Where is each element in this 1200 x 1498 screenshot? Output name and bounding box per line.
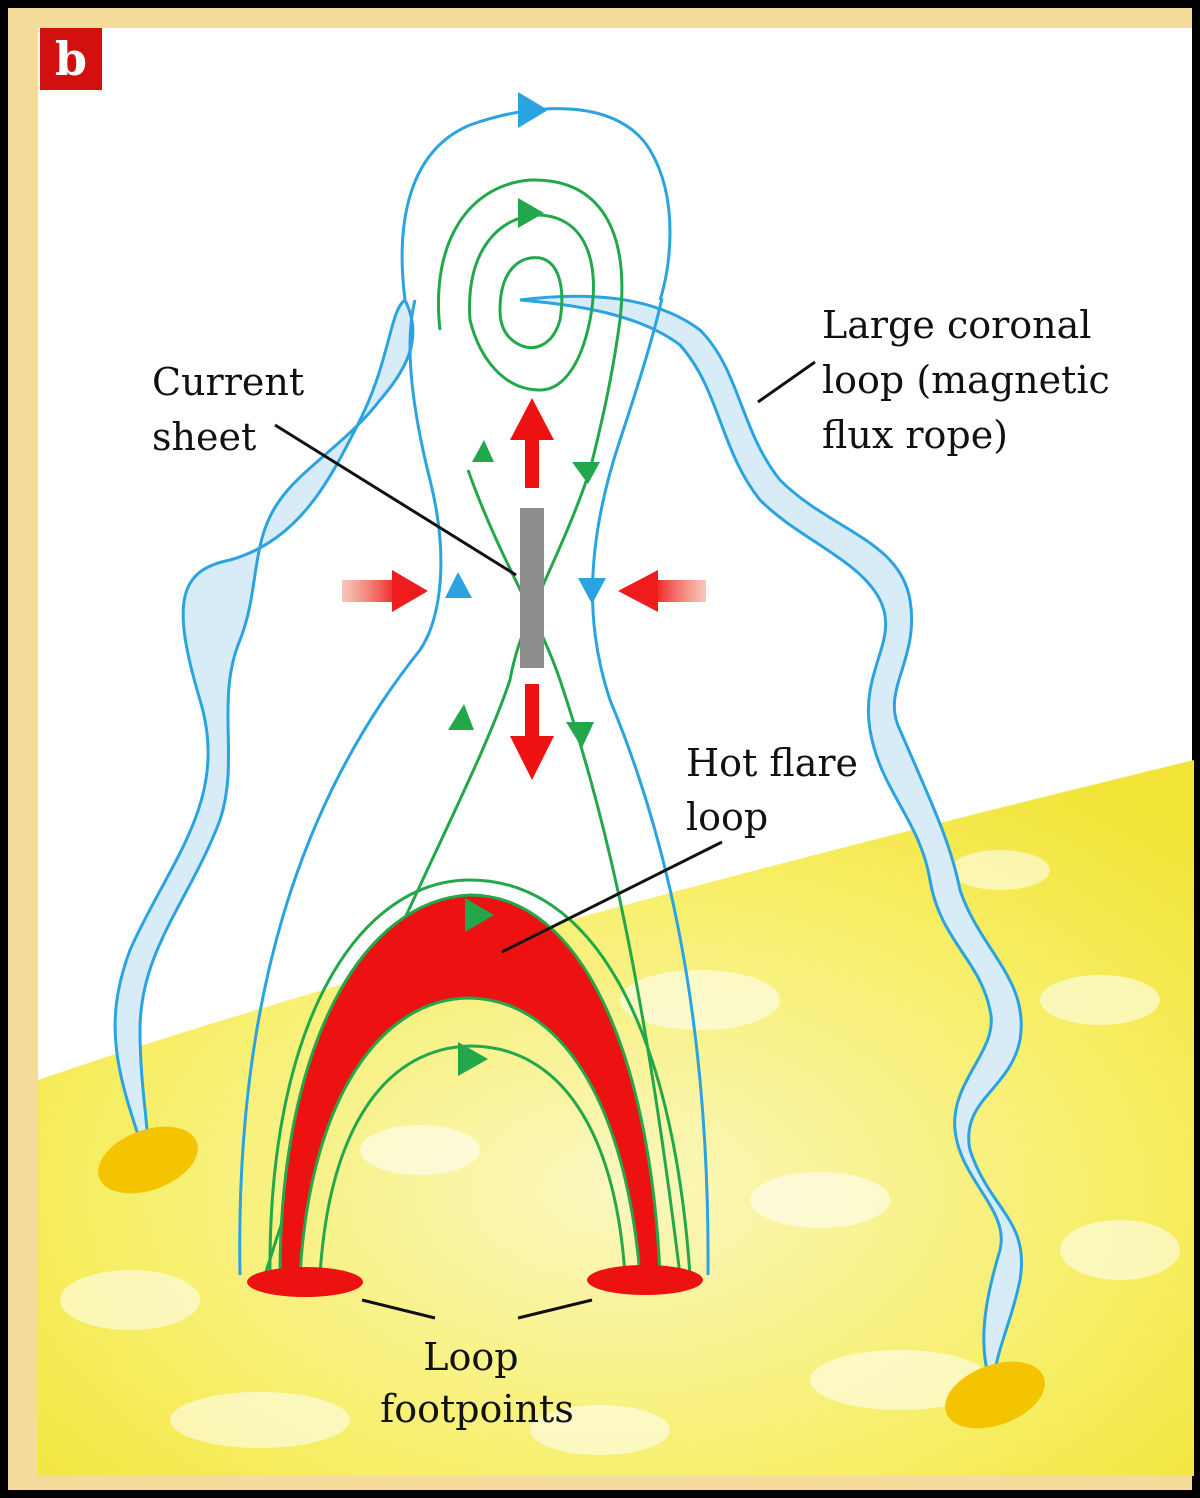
panel-label: b xyxy=(55,32,87,86)
loop-footpoint-right xyxy=(587,1265,703,1295)
current-sheet xyxy=(520,508,544,668)
loop-footpoint-left xyxy=(247,1267,363,1297)
